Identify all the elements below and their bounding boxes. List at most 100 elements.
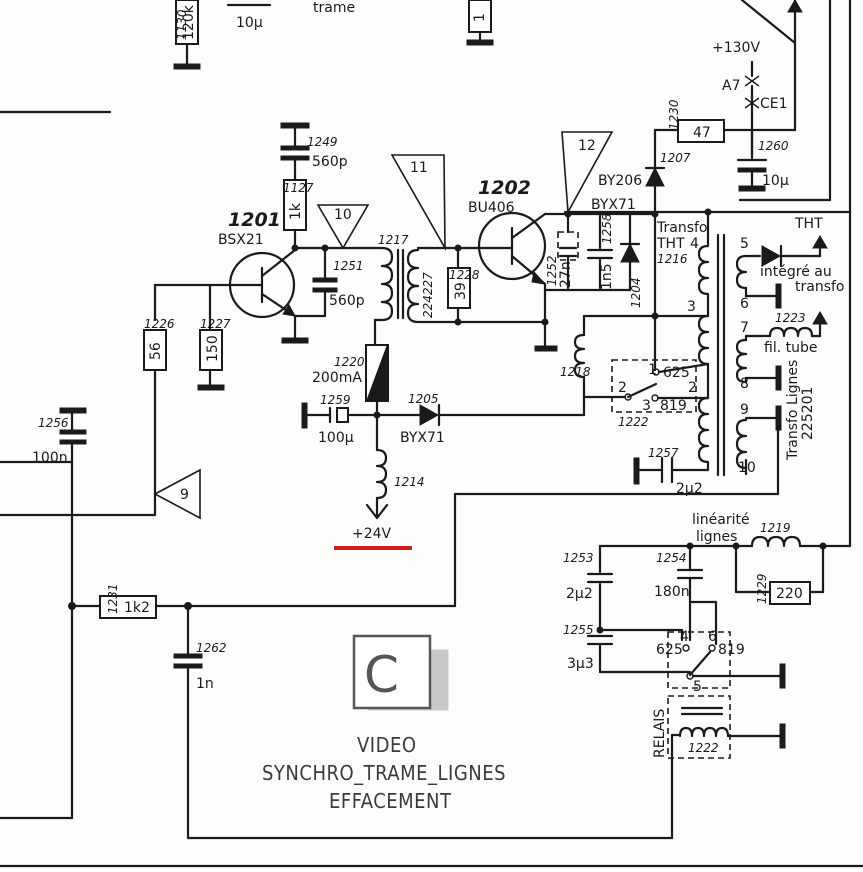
legend-video: VIDEO — [357, 733, 417, 757]
pin9: 9 — [740, 402, 749, 418]
trame-label: trame — [313, 0, 355, 16]
v130-label: +130V — [712, 40, 760, 56]
tp12-label: 12 — [578, 138, 596, 154]
r1230-label: 1230 — [667, 99, 681, 130]
l1219-label: 1219 — [760, 521, 791, 535]
tp11-label: 11 — [410, 160, 428, 176]
c1254-label: 1254 — [656, 551, 687, 565]
sw2-pin6: 6 — [708, 629, 717, 645]
transistor-1202: 1202 BU406 12 BYX71 — [468, 131, 636, 352]
base-network: 1226 56 1227 150 9 — [0, 283, 231, 520]
supply-24v-network: 1220 200mA 1259 100µ 1205 BYX71 1214 +24… — [301, 344, 586, 550]
q1201-type: BSX21 — [218, 232, 264, 248]
c1262-label: 1262 — [196, 641, 227, 655]
d1205-value: BYX71 — [400, 430, 445, 446]
c1258-label: 1258 — [600, 213, 614, 244]
c1256-value: 100n — [32, 450, 68, 466]
legend-synchro: SYNCHRO_TRAME_LIGNES — [262, 761, 506, 785]
pin6: 6 — [740, 296, 749, 312]
r1127-value: 1k — [288, 202, 304, 220]
transfo2-label: transfo — [795, 279, 845, 295]
legend-effacement: EFFACEMENT — [329, 789, 452, 813]
pin4: 4 — [690, 236, 699, 252]
l1217-label: 1217 — [378, 233, 409, 247]
pin2: 2 — [688, 380, 697, 396]
logo-letter: C — [364, 646, 399, 704]
q1202-type: BU406 — [468, 200, 515, 216]
r1231-c1262: 1k2 1231 1262 1n — [70, 418, 780, 840]
lignes-label: lignes — [696, 529, 737, 545]
bottom-wires — [0, 733, 863, 868]
collector-network-1201: 1251 560p 10 1217 224227 1228 39 11 — [291, 154, 547, 347]
tp10-label: 10 — [334, 207, 352, 223]
c1256: 1256 100n — [0, 407, 87, 820]
transfo-label: Transfo — [656, 220, 708, 236]
linearite-label: linéarité — [692, 512, 750, 528]
l1223-label: 1223 — [775, 311, 806, 325]
c1256-label: 1256 — [38, 416, 69, 430]
pin8: 8 — [740, 376, 749, 392]
ce1-label: CE1 — [760, 96, 788, 112]
c1258-value: 1n5 — [599, 263, 615, 290]
c1259-value: 100µ — [318, 430, 354, 446]
r1226-label: 1226 — [144, 317, 175, 331]
c1255-value: 3µ3 — [567, 656, 594, 672]
r1230-value: 47 — [693, 125, 711, 141]
c1249-label: 1249 — [307, 135, 338, 149]
r1228-value: 39 — [453, 282, 469, 300]
d1205-label: 1205 — [408, 392, 439, 406]
r1231-label: 1231 — [106, 583, 120, 614]
r1229-value: 220 — [776, 586, 803, 602]
c1249-r1127: 1249 560p 1127 1k — [280, 122, 348, 231]
c1251-label: 1251 — [333, 259, 364, 273]
linearity-network: linéarité lignes 1219 220 1229 1253 2µ2 … — [563, 210, 852, 759]
c1249-value: 560p — [312, 154, 348, 170]
r1227-label: 1227 — [200, 317, 231, 331]
transistor-1201: 1201 BSX21 — [153, 209, 309, 344]
c1252-label: 1252 — [545, 255, 559, 286]
red-underline — [334, 546, 412, 550]
t225201-label: 225201 — [800, 387, 816, 440]
supply-130v: +130V A7 CE1 47 1230 1260 10µ 1207 BY206 — [598, 0, 803, 214]
q1201-ref: 1201 — [228, 209, 281, 231]
tht-out-label: THT — [794, 216, 823, 232]
fil-tube-label: fil. tube — [764, 340, 817, 356]
a7-label: A7 — [722, 78, 740, 94]
f1220-value: 200mA — [312, 370, 362, 386]
top-fragments: 1130 120k 10µ trame 1 — [0, 0, 494, 114]
sw-pin1: 1 — [648, 362, 657, 378]
l1218-label: 1218 — [560, 365, 591, 379]
r1227-value: 150 — [205, 335, 221, 362]
pin3: 3 — [687, 299, 696, 315]
sw2-819-label: 819 — [718, 642, 745, 658]
transfo-lignes-label: Transfo Lignes — [785, 360, 801, 461]
sw2-pin4: 4 — [680, 629, 689, 645]
v24-label: +24V — [352, 526, 392, 542]
d1204-value: BYX71 — [591, 197, 636, 213]
sw-pin2: 2 — [618, 380, 627, 396]
c1254-value: 180n — [654, 584, 690, 600]
q1202-ref: 1202 — [478, 177, 531, 199]
relais-label: RELAIS — [652, 709, 668, 758]
tht-sublabel: THT — [656, 236, 685, 252]
l1214-label: 1214 — [394, 475, 425, 489]
r1231-value: 1k2 — [124, 600, 150, 616]
box-top-label: 1 — [472, 13, 488, 22]
c1260-value: 10µ — [762, 173, 789, 189]
c1253-label: 1253 — [563, 551, 594, 565]
c1252-value: 27n — [558, 261, 574, 288]
c1260-label: 1260 — [758, 139, 789, 153]
r1130-value: 120k — [181, 4, 197, 40]
d1204-label: 1204 — [629, 277, 643, 308]
sw2-625-label: 625 — [656, 642, 683, 658]
r1127-label: 1127 — [283, 181, 314, 195]
c1257-label: 1257 — [648, 446, 679, 460]
c1262-value: 1n — [196, 676, 214, 692]
d1207-value: BY206 — [598, 173, 642, 189]
r1229-label: 1229 — [755, 573, 769, 604]
d1207-label: 1207 — [660, 151, 691, 165]
c1259-label: 1259 — [320, 393, 351, 407]
pin7: 7 — [740, 320, 749, 336]
